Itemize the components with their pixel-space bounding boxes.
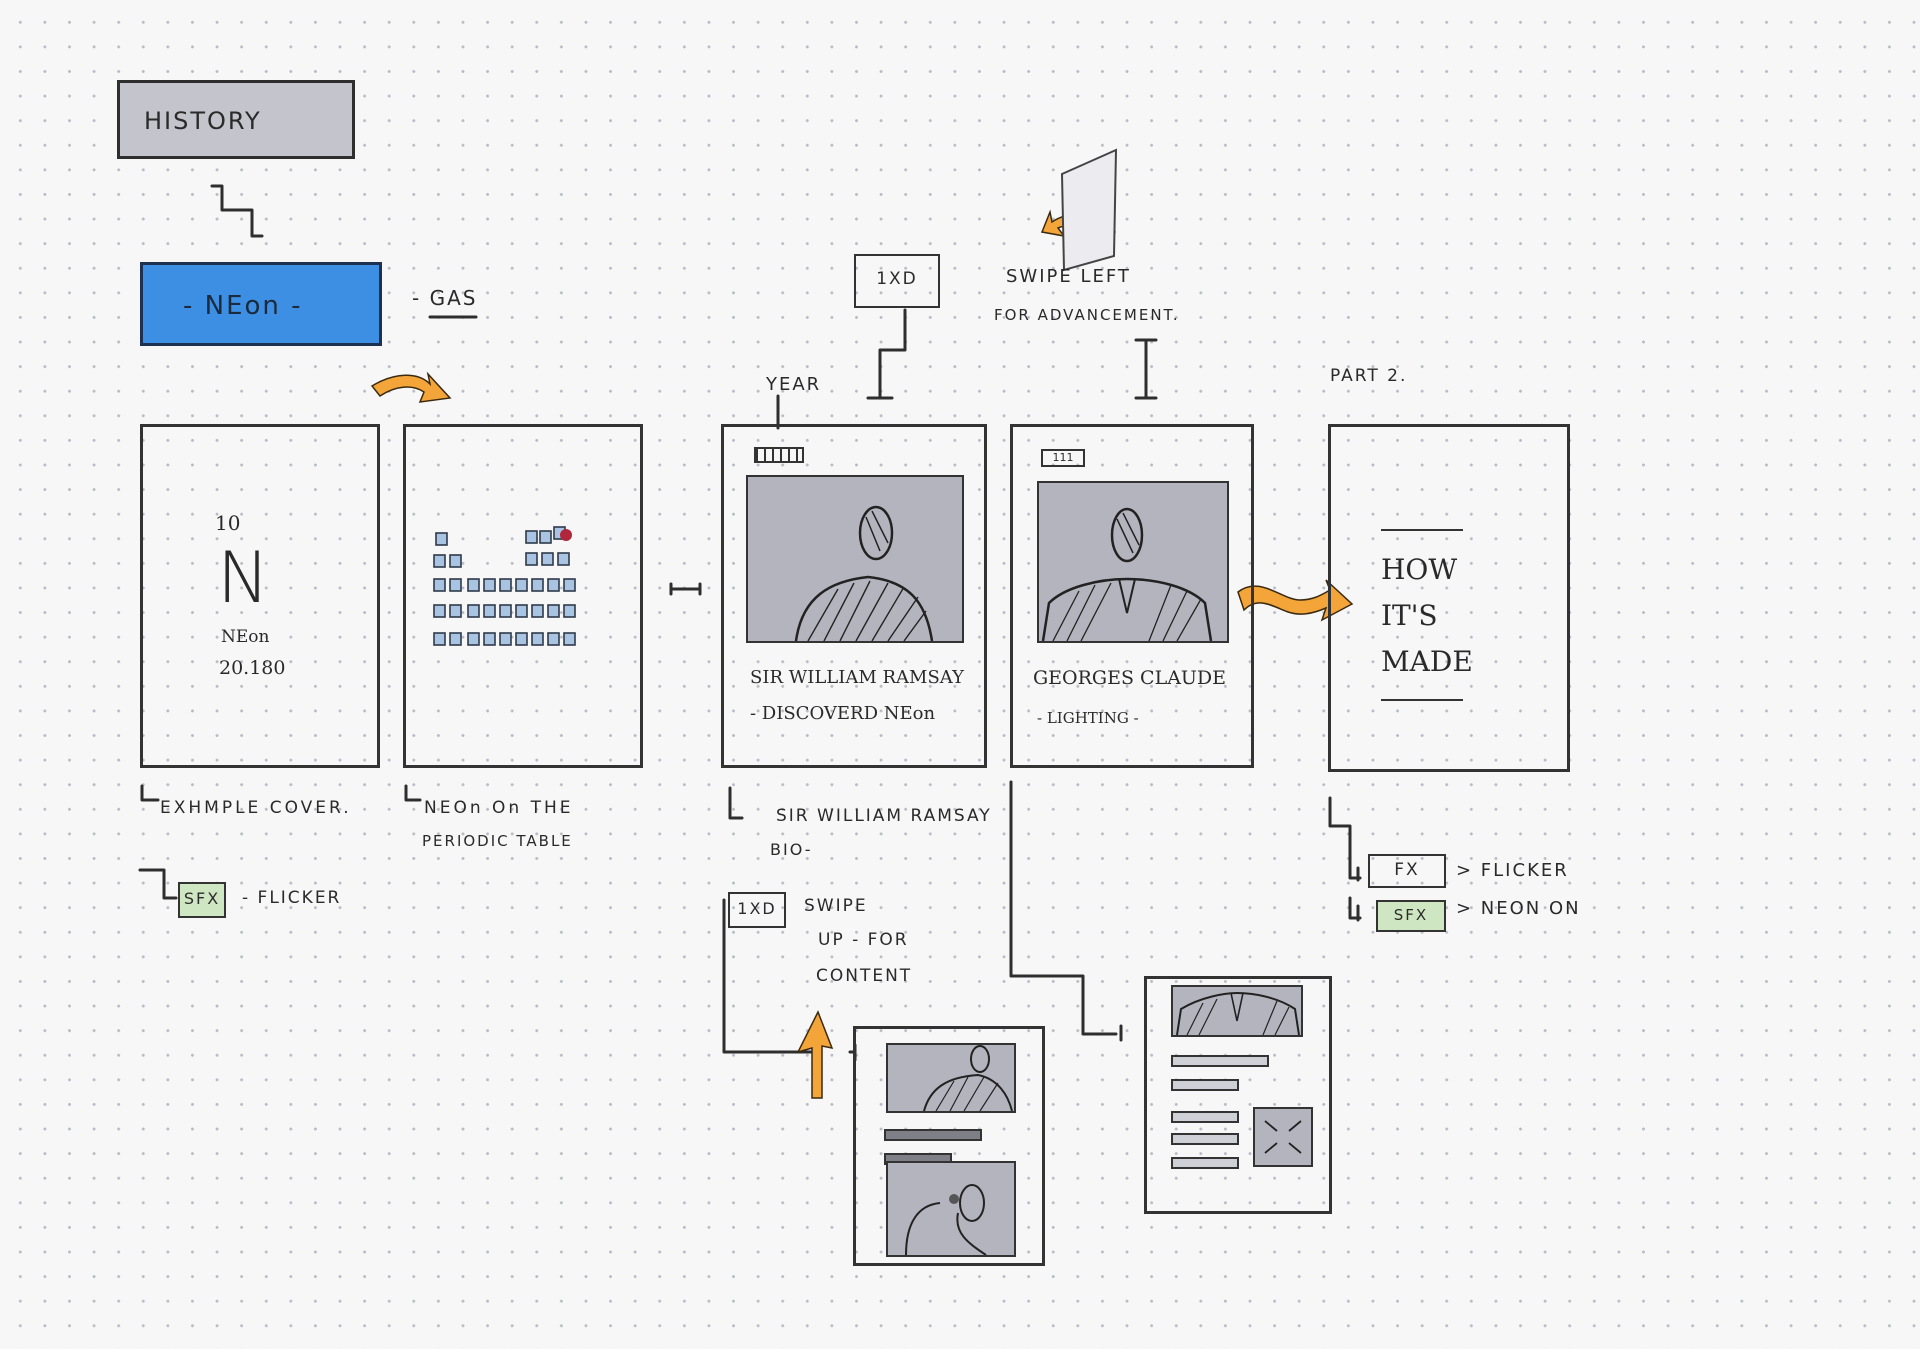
element-symbol: N xyxy=(217,537,270,619)
ramsay-portrait xyxy=(746,475,964,643)
swipe-up-line2: UP - FOR xyxy=(818,930,909,950)
cover-caption: EXHMPLE COVER. xyxy=(160,798,352,818)
detail-text-line xyxy=(1171,1055,1269,1067)
part2-fx-note: > FLICKER xyxy=(1456,860,1569,881)
claude-year-label: 111 xyxy=(1052,451,1074,464)
neon-box[interactable]: - NEon - xyxy=(140,262,382,346)
ramsay-title: SIR WILLIAM RAMSAY xyxy=(750,667,964,688)
claude-title: GEORGES CLAUDE xyxy=(1033,667,1227,689)
screen-part2[interactable]: HOW IT'S MADE xyxy=(1328,424,1570,772)
bio-header-silhouette xyxy=(923,1045,1013,1112)
gas-note: - GAS xyxy=(412,286,478,310)
periodic-caption-line1: NEOn On THE xyxy=(424,798,574,818)
claude-subtitle: - LIGHTING - xyxy=(1037,709,1139,727)
part2-fx-tag[interactable]: FX xyxy=(1368,854,1446,888)
bio-text-line xyxy=(884,1129,982,1141)
cover-sfx-note: - FLICKER xyxy=(242,888,342,908)
detail-suit-silhouette xyxy=(1176,991,1300,1036)
ramsay-year-tag xyxy=(754,447,804,463)
part2-sfx-label: SFX xyxy=(1393,906,1429,924)
part2-fx-label: FX xyxy=(1394,860,1420,880)
swipe-left-tag-label: 1XD xyxy=(876,269,918,289)
detail-text-line xyxy=(1171,1157,1239,1169)
detail-text-line xyxy=(1171,1133,1239,1145)
cover-sfx-tag[interactable]: SFX xyxy=(178,882,226,918)
part2-title-line2: IT'S xyxy=(1381,599,1438,632)
detail-thumbnail xyxy=(1253,1107,1313,1167)
person-suit-icon xyxy=(1041,507,1213,642)
swipe-up-line1: SWIPE xyxy=(804,896,868,916)
periodic-grid xyxy=(433,526,576,646)
screen-periodic-table[interactable] xyxy=(403,424,643,768)
screen-claude-detail[interactable] xyxy=(1144,976,1332,1214)
screen-cover[interactable]: 10 N NEon 20.180 xyxy=(140,424,380,768)
screen-ramsay-bio[interactable] xyxy=(853,1026,1045,1266)
swipe-left-tag[interactable]: 1XD xyxy=(854,254,940,308)
swipe-up-line3: CONTENT xyxy=(816,966,913,986)
part2-title-line1: HOW xyxy=(1381,553,1458,586)
atomic-mass: 20.180 xyxy=(219,657,286,679)
part2-title-line3: MADE xyxy=(1381,645,1473,678)
part2-bottom-rule xyxy=(1381,699,1463,701)
element-name: NEon xyxy=(221,627,270,647)
bio-body-image xyxy=(886,1161,1016,1257)
detail-header-image xyxy=(1171,985,1303,1037)
detail-text-line xyxy=(1171,1079,1239,1091)
ramsay-subtitle: - DISCOVERD NEon xyxy=(750,703,936,724)
claude-year-tag: 111 xyxy=(1041,449,1085,467)
neon-label: - NEon - xyxy=(183,291,303,321)
swipe-left-line1: SWIPE LEFT xyxy=(1006,266,1131,287)
part2-sfx-tag[interactable]: SFX xyxy=(1376,900,1446,932)
part2-label: PART 2. xyxy=(1330,366,1408,386)
detail-text-line xyxy=(1171,1111,1239,1123)
ramsay-caption-line2: BIO- xyxy=(770,840,813,859)
atomic-number: 10 xyxy=(215,511,241,535)
screen-ramsay[interactable]: SIR WILLIAM RAMSAY - DISCOVERD NEon xyxy=(721,424,987,768)
part2-sfx-note: > NEON ON xyxy=(1456,898,1581,919)
person-silhouette-icon xyxy=(794,505,934,642)
history-box[interactable]: HISTORY xyxy=(117,80,355,159)
image-placeholder-icon xyxy=(1264,1120,1302,1154)
periodic-caption-line2: PERIODIC TABLE xyxy=(422,832,573,850)
swipe-left-line2: FOR ADVANCEMENT. xyxy=(994,306,1180,324)
swipe-up-tag[interactable]: 1XD xyxy=(728,892,786,928)
cover-sfx-label: SFX xyxy=(183,889,221,908)
neon-tube-icon xyxy=(905,1184,987,1256)
claude-portrait xyxy=(1037,481,1229,643)
history-label: HISTORY xyxy=(144,107,262,135)
year-label: YEAR xyxy=(766,374,822,395)
part2-top-rule xyxy=(1381,529,1463,531)
ramsay-caption-line1: SIR WILLIAM RAMSAY xyxy=(776,806,992,826)
swipe-up-tag-label: 1XD xyxy=(737,899,777,918)
screen-claude[interactable]: 111 GEORGES CLAUDE - LIGHTING - xyxy=(1010,424,1254,768)
bio-header-image xyxy=(886,1043,1016,1113)
